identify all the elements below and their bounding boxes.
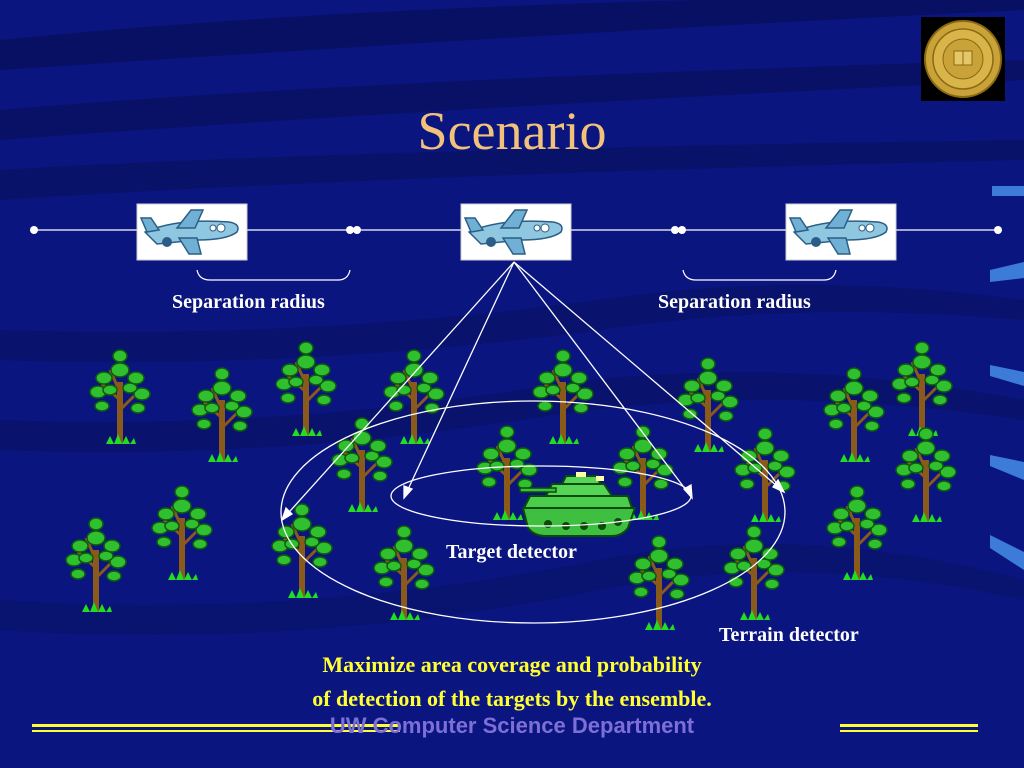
separation-bracket-right: [682, 269, 837, 281]
footer-rule-left: [32, 724, 400, 732]
tree-icon: [190, 366, 254, 464]
tree-icon: [372, 524, 436, 622]
separation-bracket-left: [196, 269, 351, 281]
footer-department: UW Computer Science Department: [329, 713, 695, 738]
target-detector-label: Target detector: [446, 541, 577, 563]
tree-icon: [894, 426, 958, 524]
edge-tab: [992, 186, 1024, 196]
terrain-detector-label: Terrain detector: [719, 624, 859, 646]
flight-path-dots: [30, 226, 1002, 234]
tree-icon: [64, 516, 128, 614]
tree-icon: [825, 484, 889, 582]
terrain-detector-ellipse: [280, 400, 786, 624]
sensor-beams: [280, 261, 786, 522]
slide-title: Scenario: [417, 101, 607, 161]
tree-icon: [531, 348, 595, 446]
footer-rule-right: [840, 724, 978, 732]
tree-icon: [676, 356, 740, 454]
separation-radius-label-left: Separation radius: [172, 291, 325, 313]
tree-icon: [274, 340, 338, 438]
tree-icon: [150, 484, 214, 582]
tree-icon: [88, 348, 152, 446]
tree-group: [64, 340, 958, 632]
airplane-icon: [785, 203, 897, 261]
separation-radius-label-right: Separation radius: [658, 291, 811, 313]
tree-icon: [822, 366, 886, 464]
tree-icon: [890, 340, 954, 438]
airplane-icon: [136, 203, 248, 261]
tank-icon: [519, 472, 637, 537]
tree-icon: [627, 534, 691, 632]
university-seal-icon: [921, 17, 1005, 101]
caption-line-2: of detection of the targets by the ensem…: [312, 686, 712, 711]
tree-icon: [722, 524, 786, 622]
airplane-icon: [460, 203, 572, 261]
caption-line-1: Maximize area coverage and probability: [322, 652, 702, 677]
tree-icon: [330, 416, 394, 514]
